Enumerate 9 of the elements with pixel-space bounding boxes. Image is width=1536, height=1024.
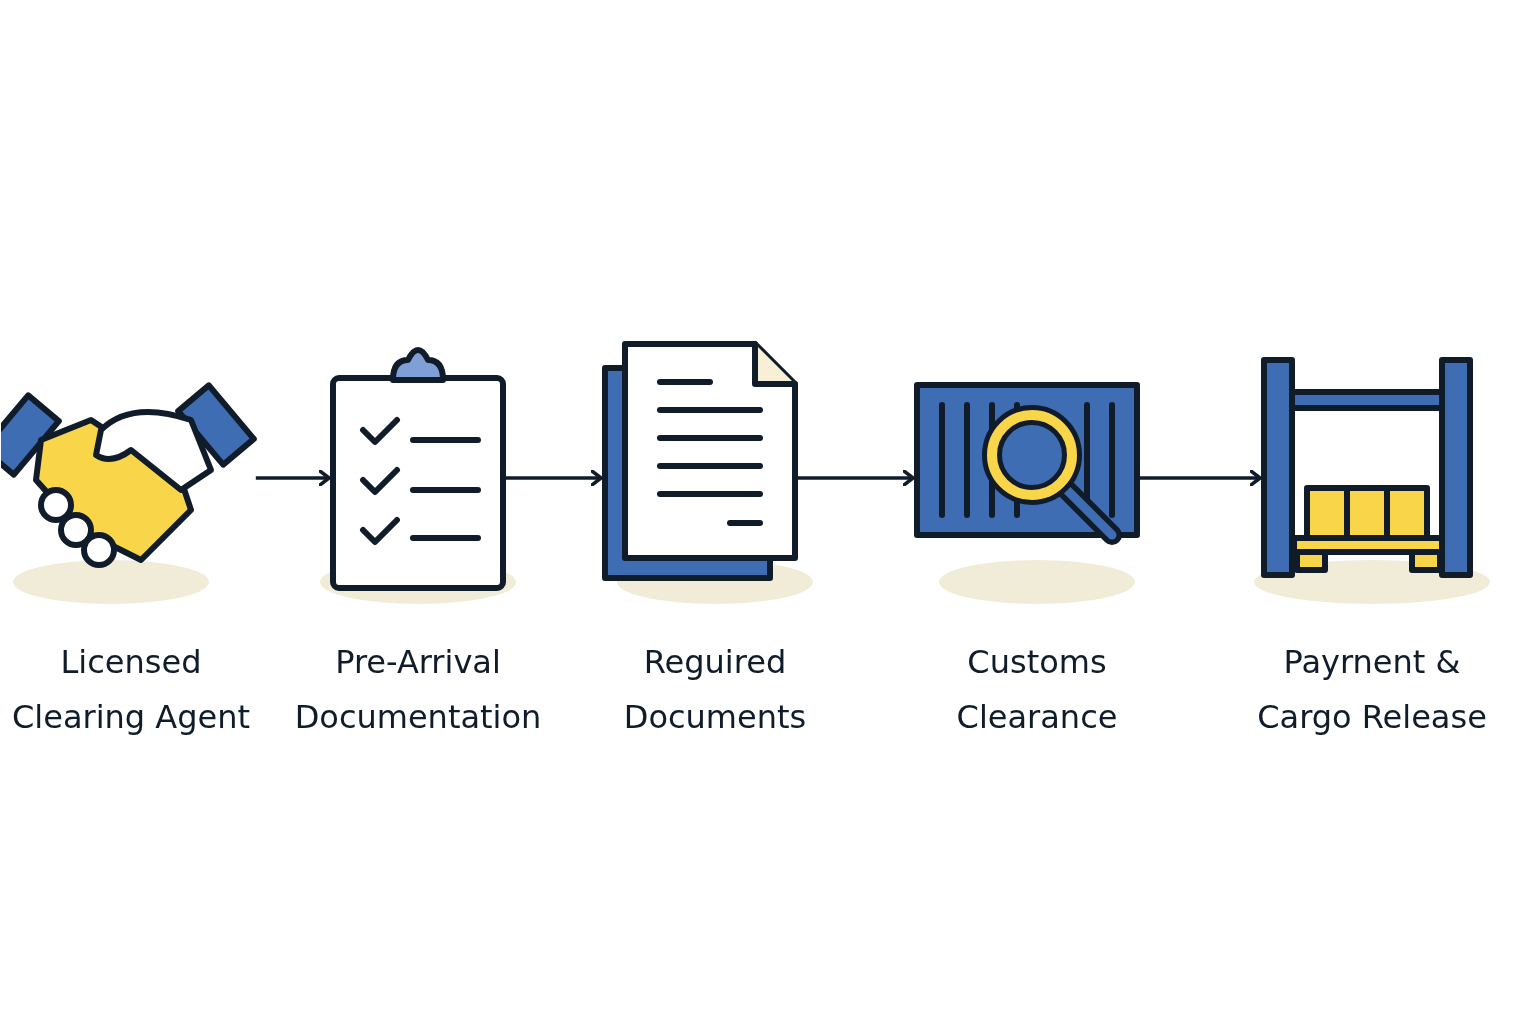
arrow [255, 469, 331, 487]
step-label: Licensed Clearing Agent [10, 642, 252, 738]
arrow [505, 469, 603, 487]
step-label: Payrnent & Cargo Release [1256, 642, 1488, 738]
arrow [1139, 469, 1262, 487]
step-label: Customs Clearance [955, 642, 1119, 738]
step-label: Pre-Arrival Documentation [293, 642, 543, 738]
arrow [797, 469, 915, 487]
step-label: Reguired Documents [622, 642, 808, 738]
